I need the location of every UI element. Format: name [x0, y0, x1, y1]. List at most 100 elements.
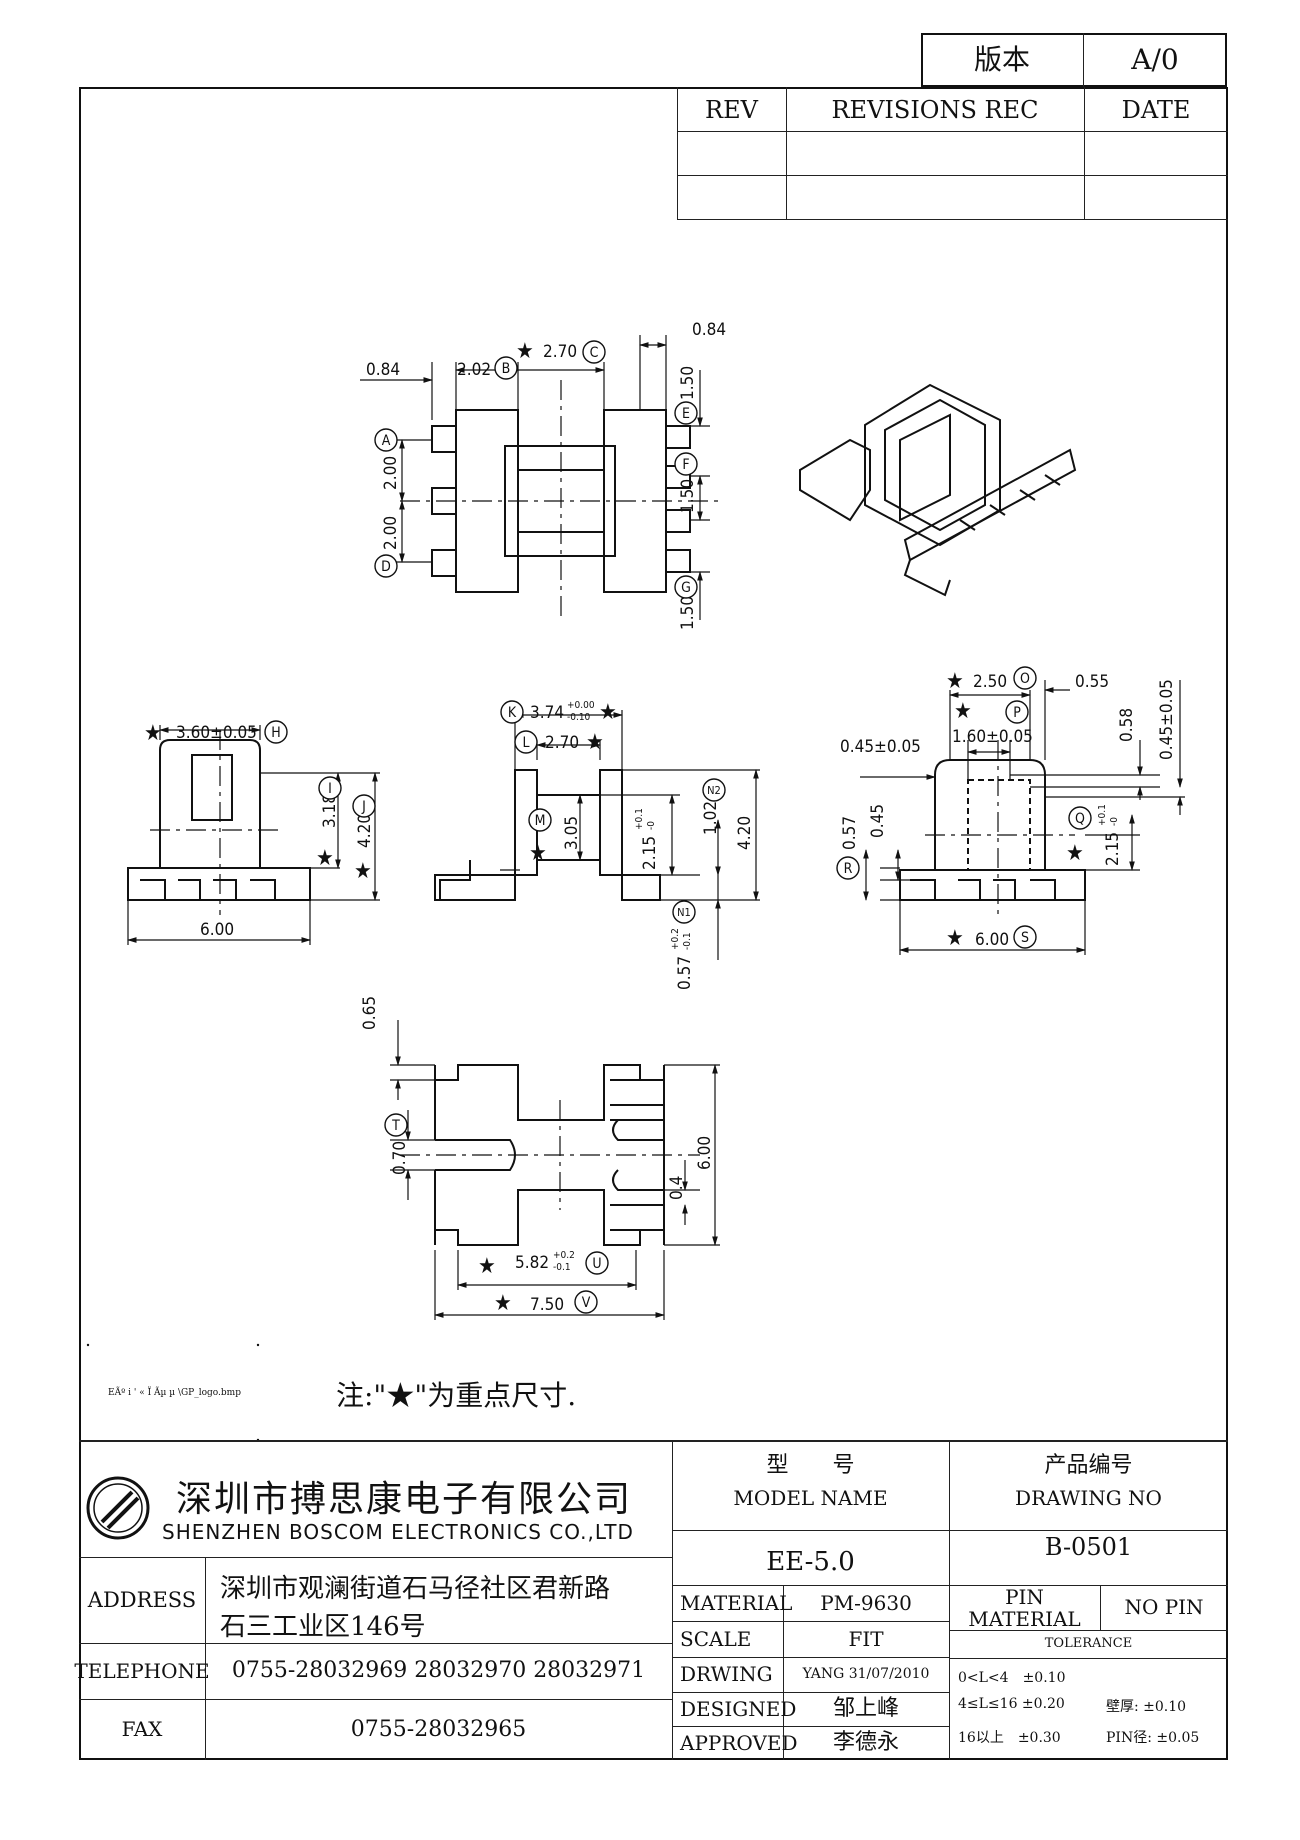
ref-label-e: E — [674, 401, 698, 425]
rev-header: REV — [705, 95, 758, 124]
fax-value: 0755-28032965 — [350, 1716, 527, 1742]
scale-value: FIT — [848, 1626, 884, 1651]
ref-label-u: U — [585, 1251, 609, 1275]
svg-text:E: E — [682, 406, 690, 422]
ref-label-i: I — [318, 776, 342, 800]
ref-label-h: H — [264, 720, 288, 744]
key-dim-star: ★ — [599, 700, 617, 725]
ref-label-j: J — [352, 794, 376, 818]
dim-top-270: 2.70 — [543, 342, 577, 362]
svg-text:I: I — [328, 781, 332, 797]
tolerance-line3a: 16以上 ±0.30 — [958, 1730, 1061, 1746]
technical-drawing: 0.84 2.02 2.70 0.84 1.50 1.50 1.50 2.00 … — [86, 320, 1185, 1440]
key-dim-star: ★ — [144, 721, 162, 746]
ref-label-q: Q — [1068, 806, 1092, 830]
designed-label: DESIGNED — [680, 1696, 797, 1721]
dim-left-420: 4.20 — [355, 814, 375, 848]
dim-mid-374-tol-dn: -0.10 — [567, 712, 591, 723]
svg-text:J: J — [361, 799, 366, 815]
dim-mid-215-tol-up: +0.1 — [634, 808, 645, 830]
dim-mid-057-tol-dn: -0.1 — [682, 932, 693, 950]
svg-text:Q: Q — [1075, 811, 1085, 827]
svg-text:N1: N1 — [677, 906, 691, 919]
material-label: MATERIAL — [680, 1590, 793, 1615]
ref-label-b: B — [494, 356, 518, 380]
company-logo — [86, 1476, 150, 1540]
dim-top-084-right: 0.84 — [692, 320, 726, 340]
dim-bot-582: 5.82 — [515, 1253, 549, 1273]
dim-bot-600: 6.00 — [695, 1136, 715, 1170]
drwing-label: DRWING — [680, 1662, 773, 1686]
model-header-cn: 型 号 — [766, 1453, 855, 1479]
dim-bot-750: 7.50 — [530, 1295, 564, 1315]
svg-text:L: L — [522, 735, 529, 751]
svg-text:C: C — [590, 345, 599, 361]
drawing-no-value: B-0501 — [1044, 1533, 1133, 1562]
svg-text:N2: N2 — [707, 784, 721, 797]
ref-label-r: R — [836, 856, 860, 880]
ref-label-n1: N1 — [672, 900, 696, 924]
svg-text:K: K — [508, 705, 517, 721]
svg-text:G: G — [681, 580, 691, 596]
dim-right-600: 6.00 — [975, 930, 1009, 950]
tolerance-line3b: PIN径: ±0.05 — [1106, 1730, 1200, 1746]
model-header-en: MODEL NAME — [733, 1485, 888, 1510]
designed-value: 邹上峰 — [832, 1696, 899, 1722]
dim-mid-057-tol-up: +0.2 — [670, 928, 681, 950]
scale-label: SCALE — [680, 1626, 752, 1651]
dim-bot-070: 0.70 — [390, 1141, 410, 1175]
tolerance-line1: 0<L<4 ±0.10 — [958, 1670, 1066, 1686]
svg-text:U: U — [592, 1256, 601, 1272]
dim-bot-582-tol-dn: -0.1 — [553, 1262, 571, 1273]
version-box — [921, 33, 1227, 87]
svg-text:B: B — [502, 361, 511, 377]
key-dim-star: ★ — [316, 846, 334, 871]
key-dim-star: ★ — [478, 1254, 496, 1279]
dim-right-045: 0.45 — [868, 804, 888, 838]
dim-right-045-005: 0.45±0.05 — [1157, 679, 1177, 760]
dim-right-215: 2.15 — [1103, 832, 1123, 866]
dim-right-160: 1.60±0.05 — [952, 727, 1033, 747]
dim-top-150-g: 1.50 — [678, 596, 698, 630]
dim-right-058: 0.58 — [1117, 708, 1137, 742]
company-name-cn: 深圳市搏思康电子有限公司 — [176, 1479, 633, 1520]
ref-label-m: M — [528, 808, 552, 832]
dim-mid-420: 4.20 — [735, 816, 755, 850]
model-value: EE-5.0 — [766, 1546, 855, 1577]
svg-text:H: H — [271, 725, 280, 741]
pin-material-label: MATERIAL — [968, 1606, 1081, 1631]
dim-right-045-left: 0.45±0.05 — [840, 737, 921, 757]
dim-mid-215: 2.15 — [640, 836, 660, 870]
approved-label: APPROVED — [680, 1730, 798, 1755]
dim-mid-057: 0.57 — [675, 956, 695, 990]
ref-label-k: K — [500, 700, 524, 724]
ref-label-p: P — [1005, 700, 1029, 724]
key-dim-star: ★ — [946, 926, 964, 951]
dim-mid-305: 3.05 — [562, 816, 582, 850]
ref-label-g: G — [674, 575, 698, 599]
ref-label-c: C — [582, 340, 606, 364]
drwing-value: YANG 31/07/2010 — [802, 1666, 930, 1683]
tolerance-line2b: 壁厚: ±0.10 — [1106, 1699, 1187, 1715]
left-side-view — [127, 725, 380, 945]
company-name-en: SHENZHEN BOSCOM ELECTRONICS CO.,LTD — [162, 1520, 634, 1544]
dim-left-360: 3.60±0.05 — [176, 723, 257, 743]
svg-text:A: A — [382, 433, 391, 449]
top-view — [360, 335, 720, 620]
ref-label-t: T — [384, 1113, 408, 1137]
tolerance-header: TOLERANCE — [1044, 1635, 1133, 1651]
dim-right-215-tol-dn: -0 — [1109, 817, 1120, 826]
revisions-rec-header: REVISIONS REC — [831, 95, 1039, 124]
dim-mid-102: 1.02 — [701, 801, 721, 835]
date-header: DATE — [1121, 95, 1191, 124]
ref-label-s: S — [1013, 925, 1037, 949]
svg-text:F: F — [682, 457, 689, 473]
dim-mid-374-tol-up: +0.00 — [567, 700, 595, 711]
key-dim-star: ★ — [354, 859, 372, 884]
version-value: A/0 — [1131, 42, 1179, 76]
ref-label-a: A — [374, 428, 398, 452]
dim-right-250: 2.50 — [973, 672, 1007, 692]
dim-top-200-d: 2.00 — [381, 516, 401, 550]
dim-top-200-a: 2.00 — [381, 456, 401, 490]
